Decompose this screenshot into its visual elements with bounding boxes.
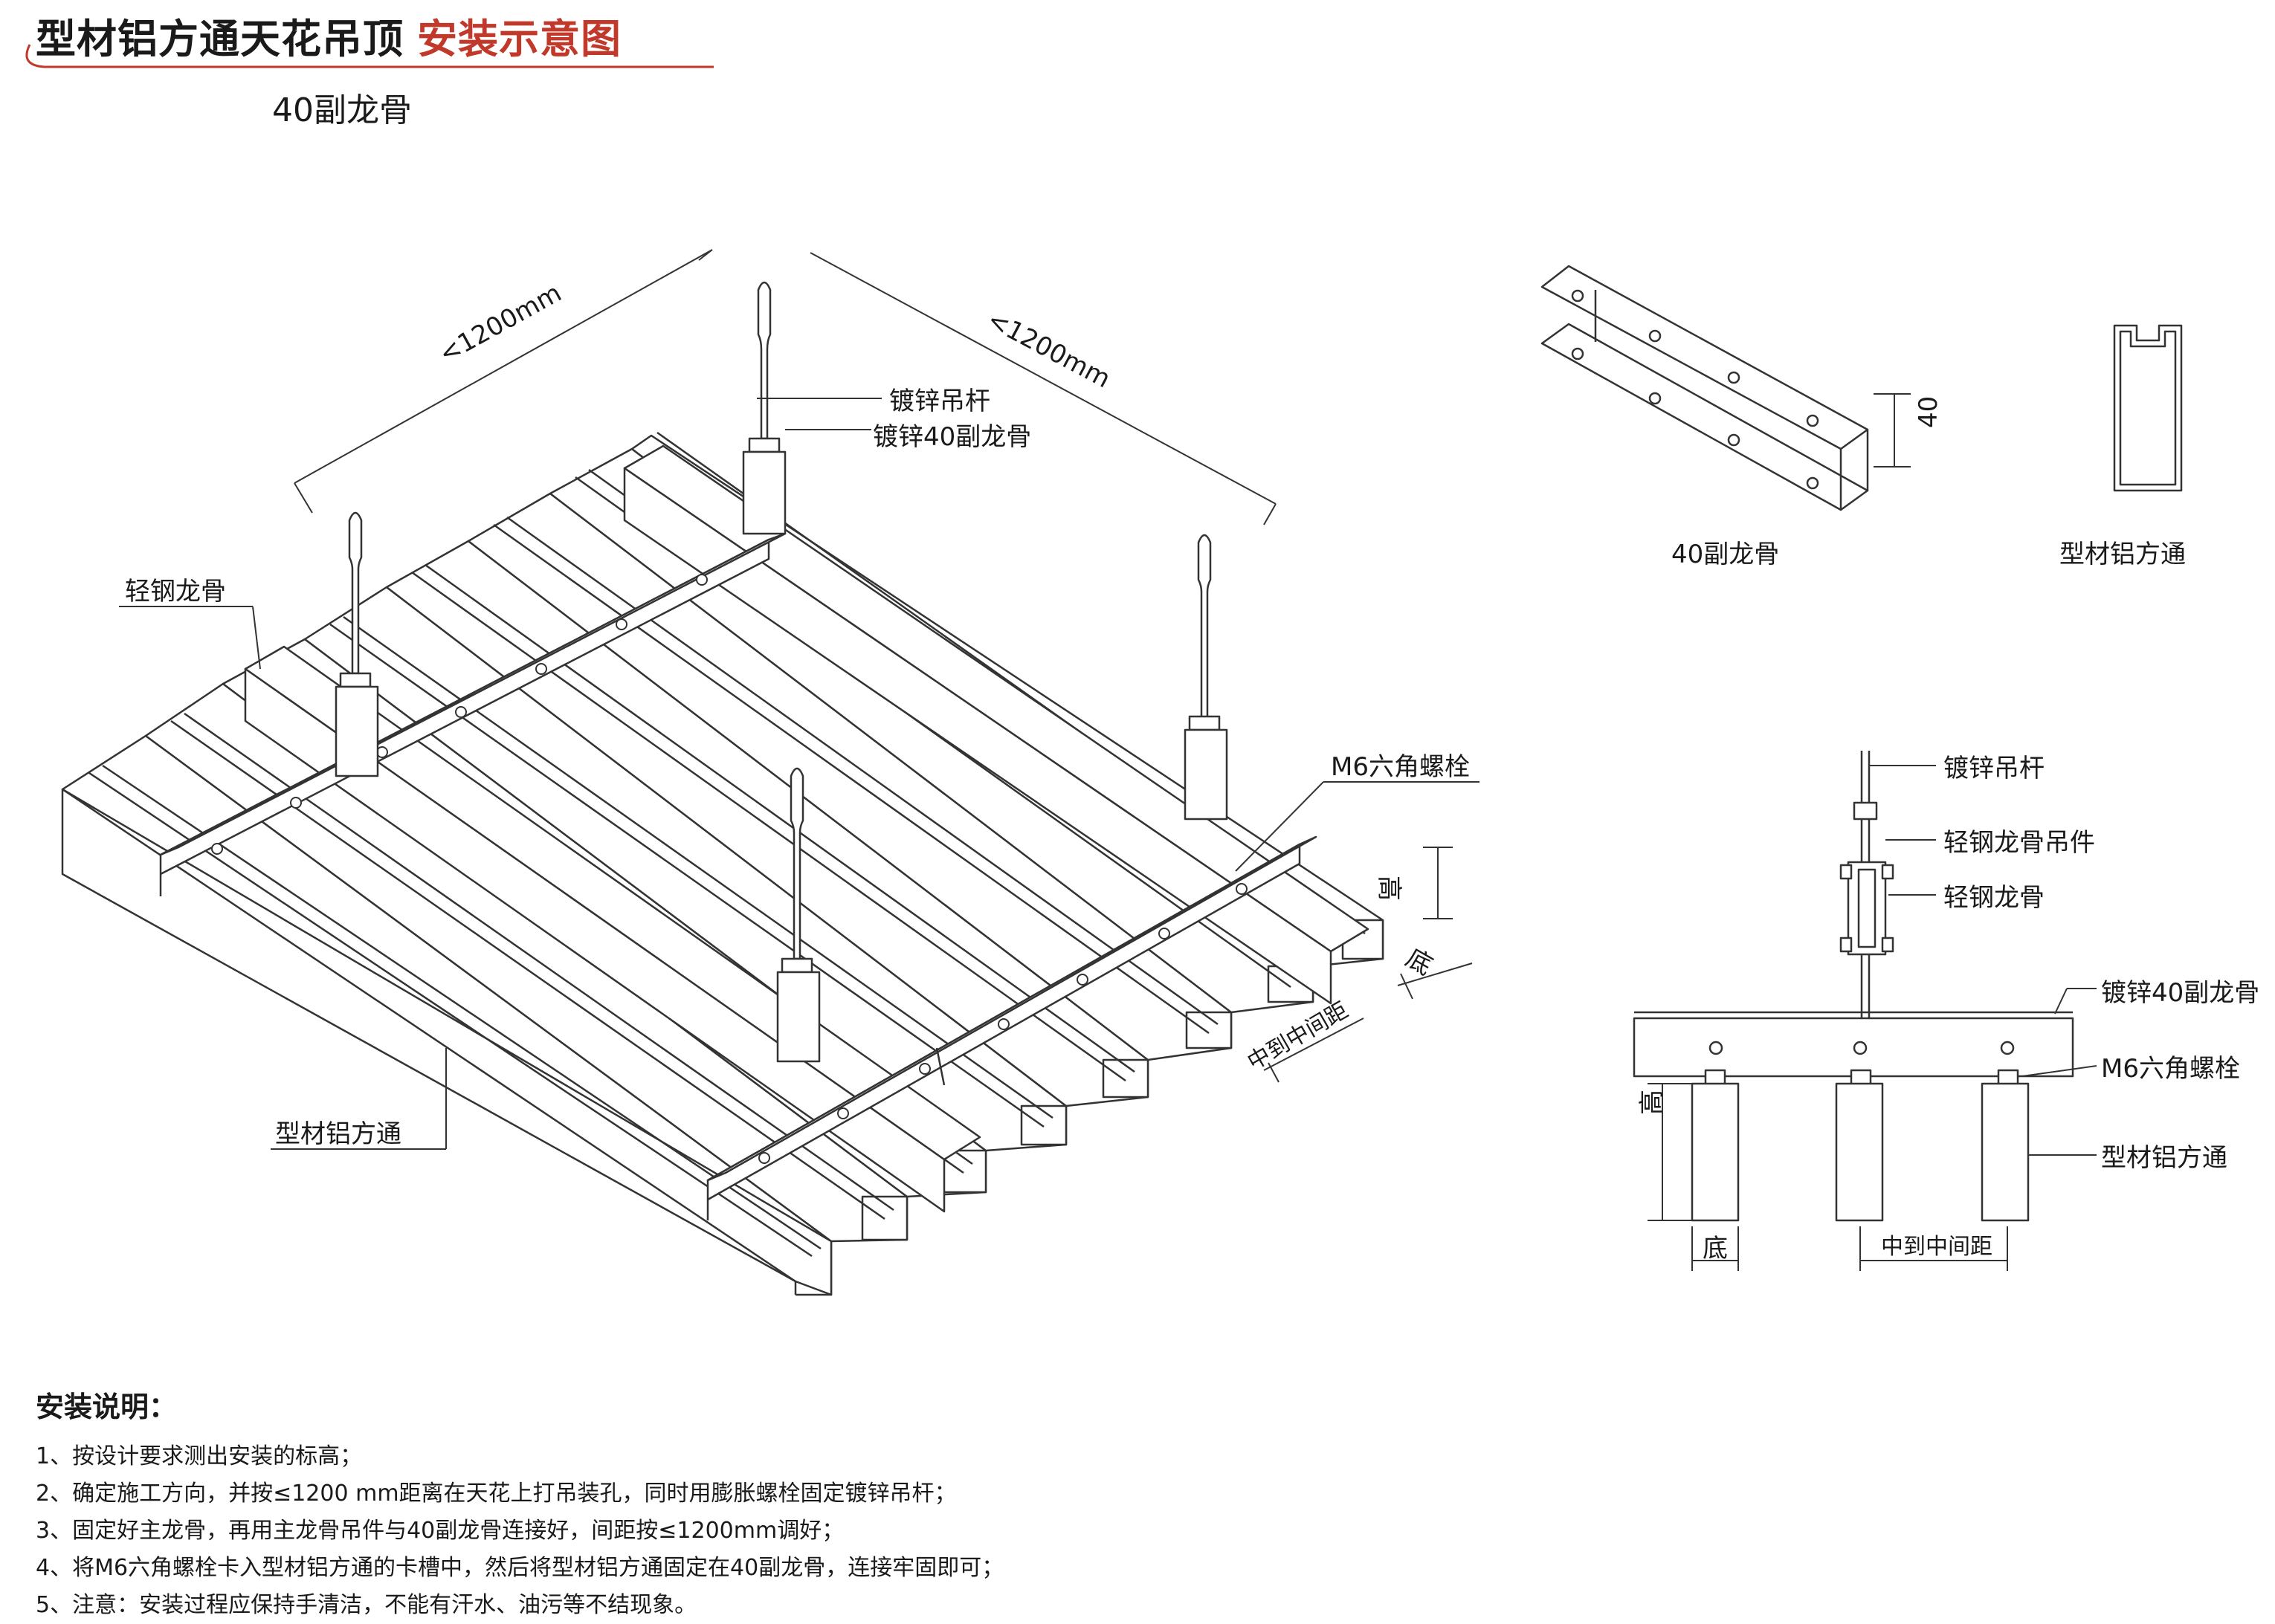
label-light-steel-keel: 轻钢龙骨 bbox=[125, 577, 226, 606]
note-item: 2、确定施工方向，并按≤1200 mm距离在天花上打吊装孔，同时用膨胀螺栓固定镀… bbox=[36, 1481, 957, 1507]
section-label-tube: 型材铝方通 bbox=[2101, 1143, 2227, 1173]
note-item: 1、按设计要求测出安装的标高； bbox=[36, 1443, 363, 1469]
tube-caption: 型材铝方通 bbox=[2059, 540, 2186, 569]
sub-keel-detail bbox=[1540, 265, 1911, 511]
label-galvanized-sub-keel: 镀锌40副龙骨 bbox=[873, 422, 1032, 452]
label-aluminum-tube: 型材铝方通 bbox=[275, 1119, 401, 1149]
title-accent: 安装示意图 bbox=[417, 16, 622, 62]
section-label-hanger: 轻钢龙骨吊件 bbox=[1943, 828, 2095, 858]
sub-keel-caption: 40副龙骨 bbox=[1671, 540, 1780, 569]
section-label-bolt: M6六角螺栓 bbox=[2101, 1054, 2240, 1084]
installation-notes: 安装说明： 1、按设计要求测出安装的标高； 2、确定施工方向，并按≤1200 m… bbox=[36, 1384, 1004, 1624]
leader-lines bbox=[119, 398, 1479, 1150]
section-label-light-keel: 轻钢龙骨 bbox=[1943, 883, 2045, 913]
label-m6-bolt: M6六角螺栓 bbox=[1331, 752, 1470, 782]
section-label-rod: 镀锌吊杆 bbox=[1943, 754, 2045, 783]
page-title: 型材铝方通天花吊顶安装示意图 bbox=[36, 6, 622, 65]
title-main: 型材铝方通天花吊顶 bbox=[36, 16, 404, 62]
note-item: 4、将M6六角螺栓卡入型材铝方通的卡槽中，然后将型材铝方通固定在40副龙骨，连接… bbox=[36, 1555, 1004, 1581]
label-galvanized-rod: 镀锌吊杆 bbox=[889, 386, 990, 416]
section-dim-spacing: 中到中间距 bbox=[1881, 1234, 1992, 1260]
page-subtitle: 40副龙骨 bbox=[272, 91, 412, 129]
section-label-sub-keel: 镀锌40副龙骨 bbox=[2101, 978, 2260, 1008]
bolts bbox=[211, 574, 1248, 1164]
notes-heading: 安装说明： bbox=[36, 1391, 178, 1423]
hangers bbox=[335, 281, 1228, 1063]
tube-profile-detail bbox=[2113, 324, 2183, 492]
notes-list: 1、按设计要求测出安装的标高； 2、确定施工方向，并按≤1200 mm距离在天花… bbox=[36, 1438, 1004, 1624]
section-dim-bottom: 底 bbox=[1703, 1234, 1728, 1264]
note-item: 3、固定好主龙骨，再用主龙骨吊件与40副龙骨连接好，间距按≤1200mm调好； bbox=[36, 1518, 845, 1544]
dimension-lines bbox=[294, 249, 1473, 1083]
note-item: 5、注意：安装过程应保持手清洁，不能有汗水、油污等不结现象。 bbox=[36, 1592, 697, 1618]
section-dim-height: 高 bbox=[1637, 1090, 1667, 1115]
